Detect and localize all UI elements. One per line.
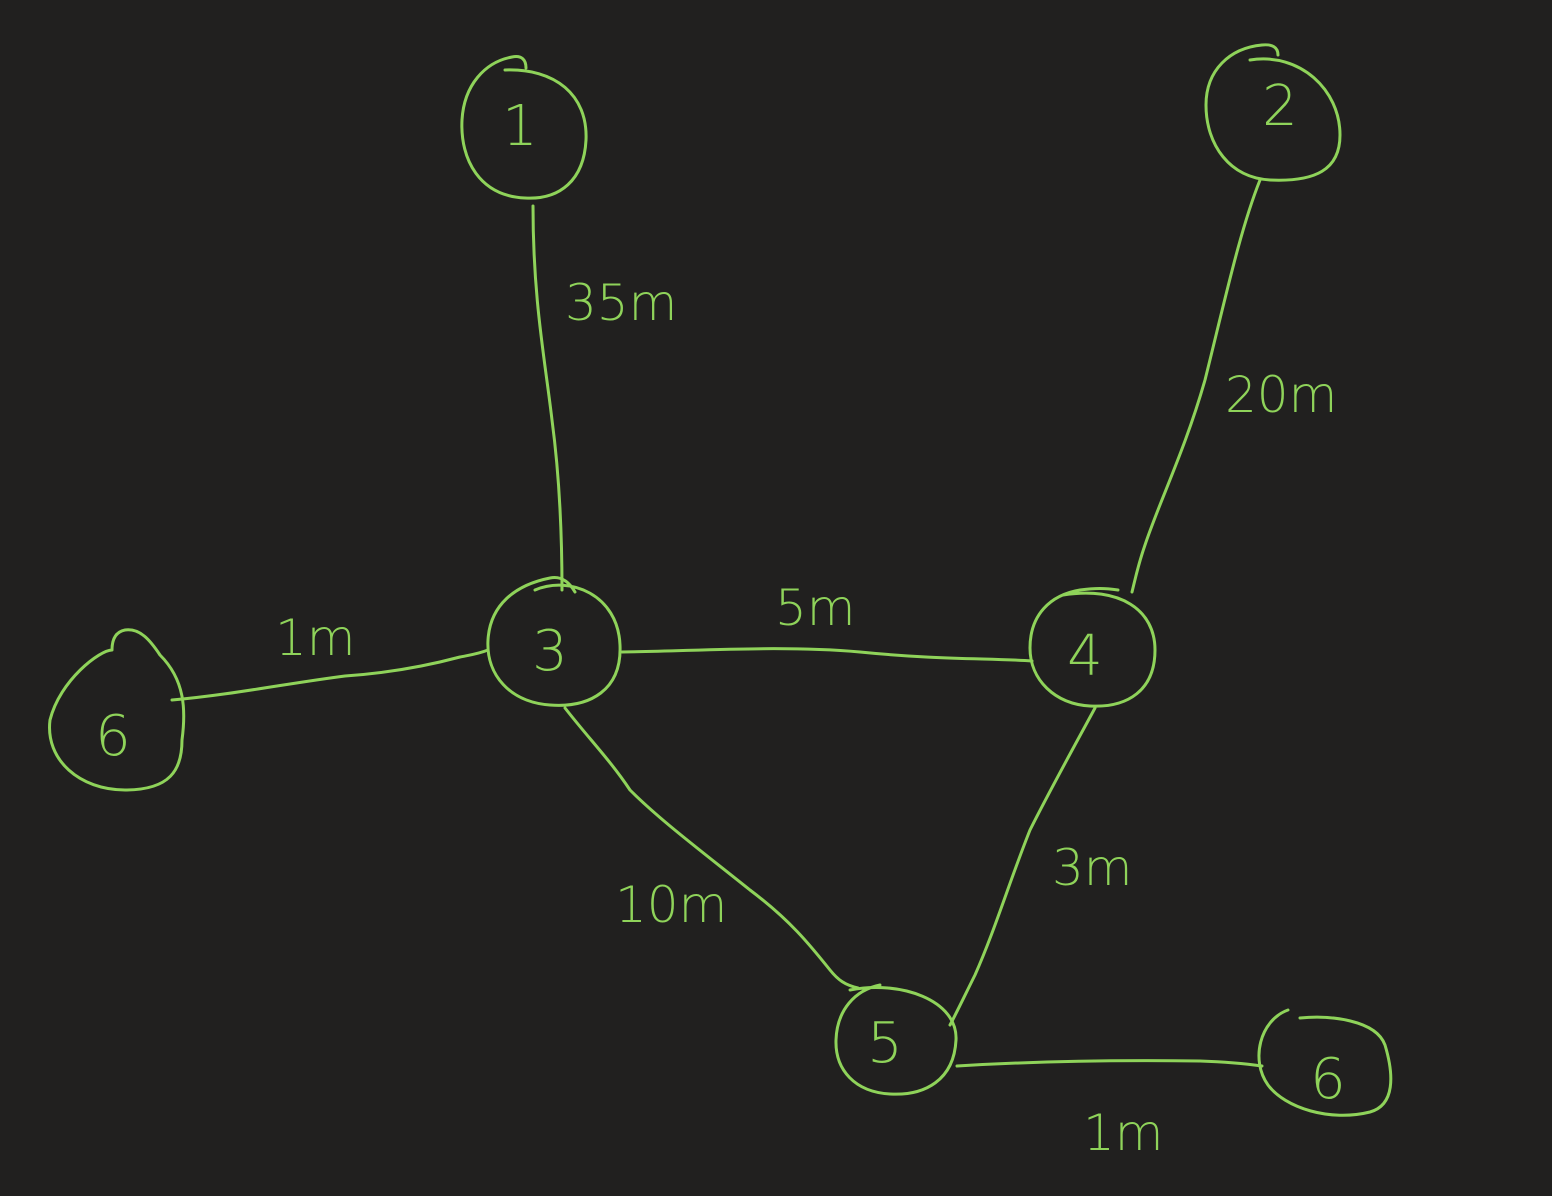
node-6b-circle [1257, 1008, 1393, 1117]
edge-2-4 [1130, 178, 1262, 594]
node-5-label: 5 [867, 1011, 903, 1076]
node-4-circle [1028, 587, 1157, 708]
node-3-label: 3 [532, 619, 568, 684]
edge-label-1-3: 35m [565, 274, 677, 332]
node-2-label: 2 [1262, 74, 1298, 139]
edge-label-4-5: 3m [1052, 839, 1133, 897]
node-4-label: 4 [1067, 624, 1103, 689]
edge-label-3-4: 5m [775, 579, 856, 637]
edge-label-3-5: 10m [615, 876, 727, 934]
edge-3-4 [620, 647, 1034, 663]
node-2-circle [1204, 43, 1342, 182]
node-3-circle [486, 576, 622, 707]
edge-3-5 [563, 706, 860, 990]
node-1-label: 1 [502, 94, 538, 159]
edge-label-6-3: 1m [275, 609, 356, 667]
edge-label-5-6: 1m [1083, 1104, 1164, 1162]
node-6b-label: 6 [1310, 1047, 1346, 1112]
edge-4-5 [948, 706, 1097, 1027]
node-6a-circle [48, 628, 186, 792]
node-1-circle [460, 55, 588, 200]
edge-1-3 [531, 204, 564, 592]
edge-6-3 [170, 648, 490, 702]
node-6a-label: 6 [95, 704, 131, 769]
edge-5-6 [955, 1059, 1264, 1068]
edge-label-2-4: 20m [1225, 366, 1337, 424]
node-5-circle [834, 983, 958, 1096]
